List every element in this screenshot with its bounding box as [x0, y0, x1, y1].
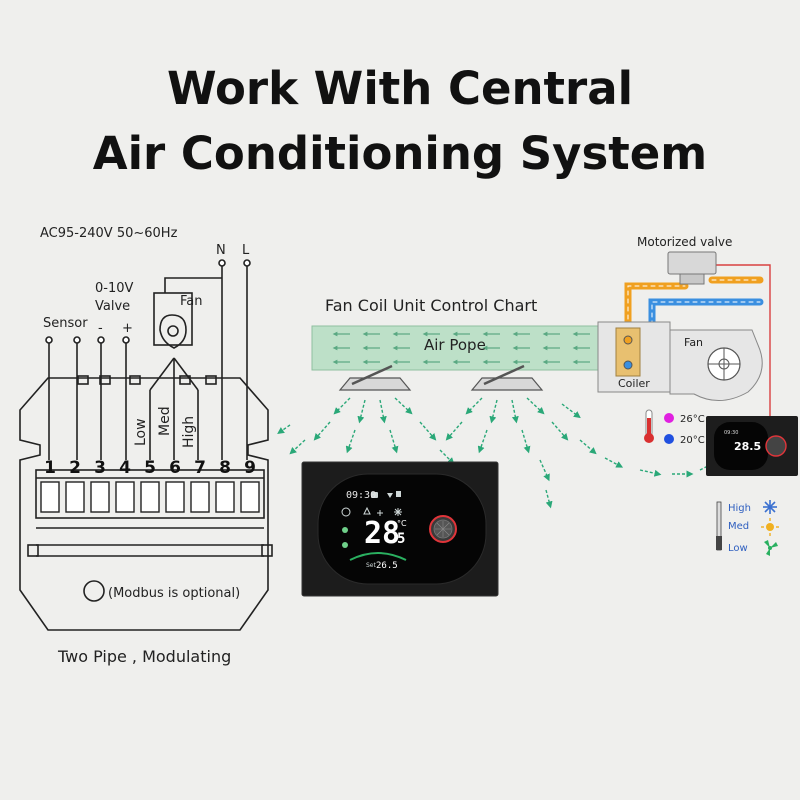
- terminal-8: 8: [219, 458, 231, 478]
- speed-med-legend: Med: [728, 521, 749, 532]
- fcu-chart-title: Fan Coil Unit Control Chart: [325, 296, 537, 315]
- mode-icons: [341, 506, 402, 517]
- fan-speed-slider: [716, 501, 722, 551]
- cold-temp-label: 20°C: [680, 435, 705, 446]
- speed-high-label: High: [181, 416, 197, 448]
- back-plate: [19, 375, 273, 631]
- motorized-valve: [667, 251, 717, 285]
- terminal-4: 4: [119, 458, 131, 478]
- speed-low-legend: Low: [728, 543, 748, 554]
- sensor-label: Sensor: [43, 316, 88, 331]
- title-line-2: Air Conditioning System: [92, 127, 708, 180]
- temperature-decimal: 5: [397, 531, 405, 547]
- modbus-note: (Modbus is optional): [108, 586, 240, 601]
- wiring-caption: Two Pipe , Modulating: [57, 647, 231, 666]
- lock-icon: [396, 491, 401, 497]
- coil-unit: [597, 321, 671, 393]
- terminal-1: 1: [44, 458, 56, 478]
- air-duct: [311, 325, 603, 371]
- terminal-screws: [40, 481, 260, 513]
- thermometer-icon: [644, 409, 654, 443]
- duct-label: Air Pope: [424, 336, 486, 354]
- heat-icon: [371, 492, 378, 498]
- time-display: 09:30: [346, 490, 376, 501]
- valve-plus-label: +: [122, 321, 133, 336]
- terminal-9: 9: [244, 458, 256, 478]
- terminal-6: 6: [169, 458, 181, 478]
- valve-label-line2: Valve: [95, 299, 130, 314]
- temperature-unit: °C: [397, 519, 407, 528]
- small-temp: 28.5: [734, 440, 761, 453]
- power-spec-label: AC95-240V 50~60Hz: [40, 226, 178, 241]
- fan-label: Fan: [180, 294, 203, 309]
- snowflake-icon: [763, 500, 777, 514]
- small-time: 09:30: [724, 430, 738, 436]
- valve-minus-label: -: [98, 321, 103, 336]
- speed-low-label: Low: [133, 418, 149, 446]
- hot-temp-label: 26°C: [680, 414, 705, 425]
- coil-label: Coiler: [618, 377, 650, 390]
- side-icons: [342, 527, 348, 548]
- title-line-1: Work With Central: [166, 62, 634, 115]
- diffusers: [338, 364, 544, 391]
- comfort-arc: [349, 552, 407, 561]
- fan-blower: [669, 329, 763, 401]
- terminal-5: 5: [144, 458, 156, 478]
- terminal-3: 3: [94, 458, 106, 478]
- speed-high-legend: High: [728, 503, 751, 514]
- speed-med-label: Med: [157, 406, 173, 436]
- sun-icon: [761, 518, 779, 536]
- wires: [45, 259, 251, 460]
- control-knob[interactable]: [429, 515, 457, 543]
- cold-indicator-dot: [664, 434, 674, 444]
- wifi-icon: [387, 493, 393, 498]
- terminal-2: 2: [69, 458, 81, 478]
- neutral-label: N: [216, 243, 226, 258]
- small-thermostat: [706, 416, 798, 476]
- set-temperature: 26.5: [376, 561, 398, 571]
- valve-name-label: Motorized valve: [637, 235, 732, 249]
- status-icons: [371, 491, 401, 498]
- live-label: L: [242, 243, 250, 258]
- valve-label-line1: 0-10V: [95, 281, 134, 296]
- set-label: Set: [366, 562, 377, 569]
- fan-unit-label: Fan: [684, 336, 703, 349]
- terminal-7: 7: [194, 458, 206, 478]
- temperature-main: 28: [364, 516, 400, 551]
- fan-speed-icon: [764, 540, 778, 556]
- terminal-numbers: 1 2 3 4 5 6 7 8 9: [44, 458, 256, 478]
- hot-indicator-dot: [664, 413, 674, 423]
